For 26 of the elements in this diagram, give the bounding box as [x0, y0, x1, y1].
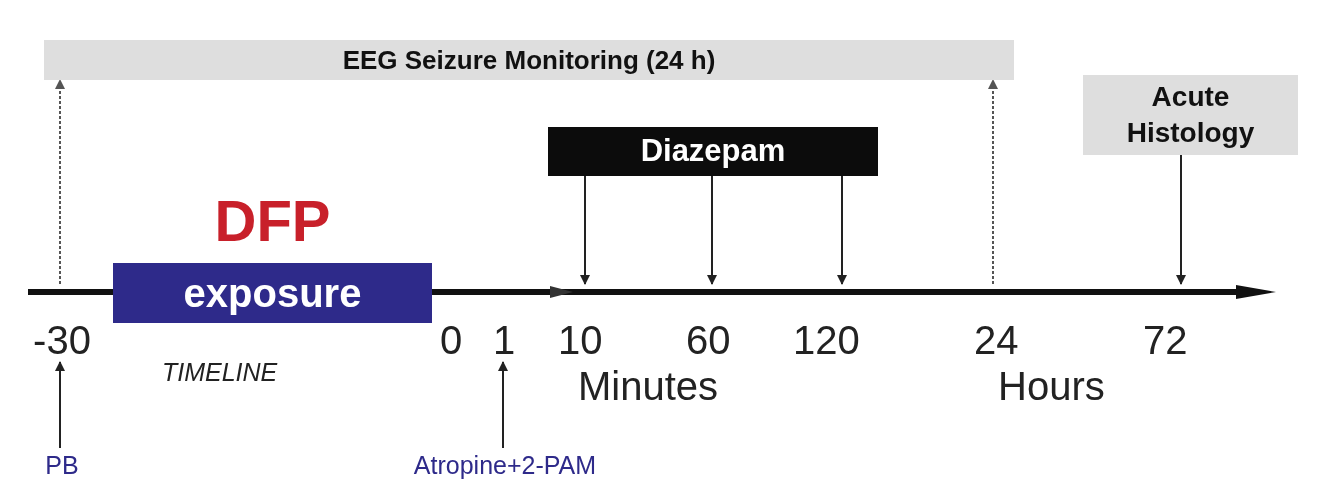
tick-label: 120: [793, 318, 860, 362]
tick-label: 1: [490, 318, 518, 362]
histology-box: Acute Histology: [1083, 75, 1298, 155]
agent-heading: DFP: [214, 188, 331, 254]
tick-label: 10: [558, 318, 603, 362]
axis-unit-label: Minutes: [578, 364, 719, 408]
arrow: [837, 175, 847, 285]
treatment-label: Atropine+2-PAM: [350, 448, 660, 482]
tick-label: -30: [24, 318, 100, 362]
dotted-arrow: [55, 79, 65, 285]
tick-label: 0: [440, 318, 463, 362]
arrow: [55, 361, 65, 449]
axis-unit-label: Hours: [998, 364, 1105, 408]
arrow: [498, 361, 508, 449]
treatment-bar: Diazepam: [548, 127, 878, 176]
dotted-arrow: [988, 79, 998, 285]
exposure-bar: exposure: [113, 263, 432, 323]
treatment-label: PB: [36, 448, 88, 482]
arrow: [707, 175, 717, 285]
tick-label: 60: [686, 318, 731, 362]
tick-label: 72: [1143, 318, 1188, 362]
tick-label: 24: [974, 318, 1019, 362]
arrow: [580, 175, 590, 285]
monitoring-bar: EEG Seizure Monitoring (24 h): [44, 40, 1014, 80]
arrow: [1176, 154, 1186, 285]
timeline-caption: TIMELINE: [162, 357, 278, 388]
